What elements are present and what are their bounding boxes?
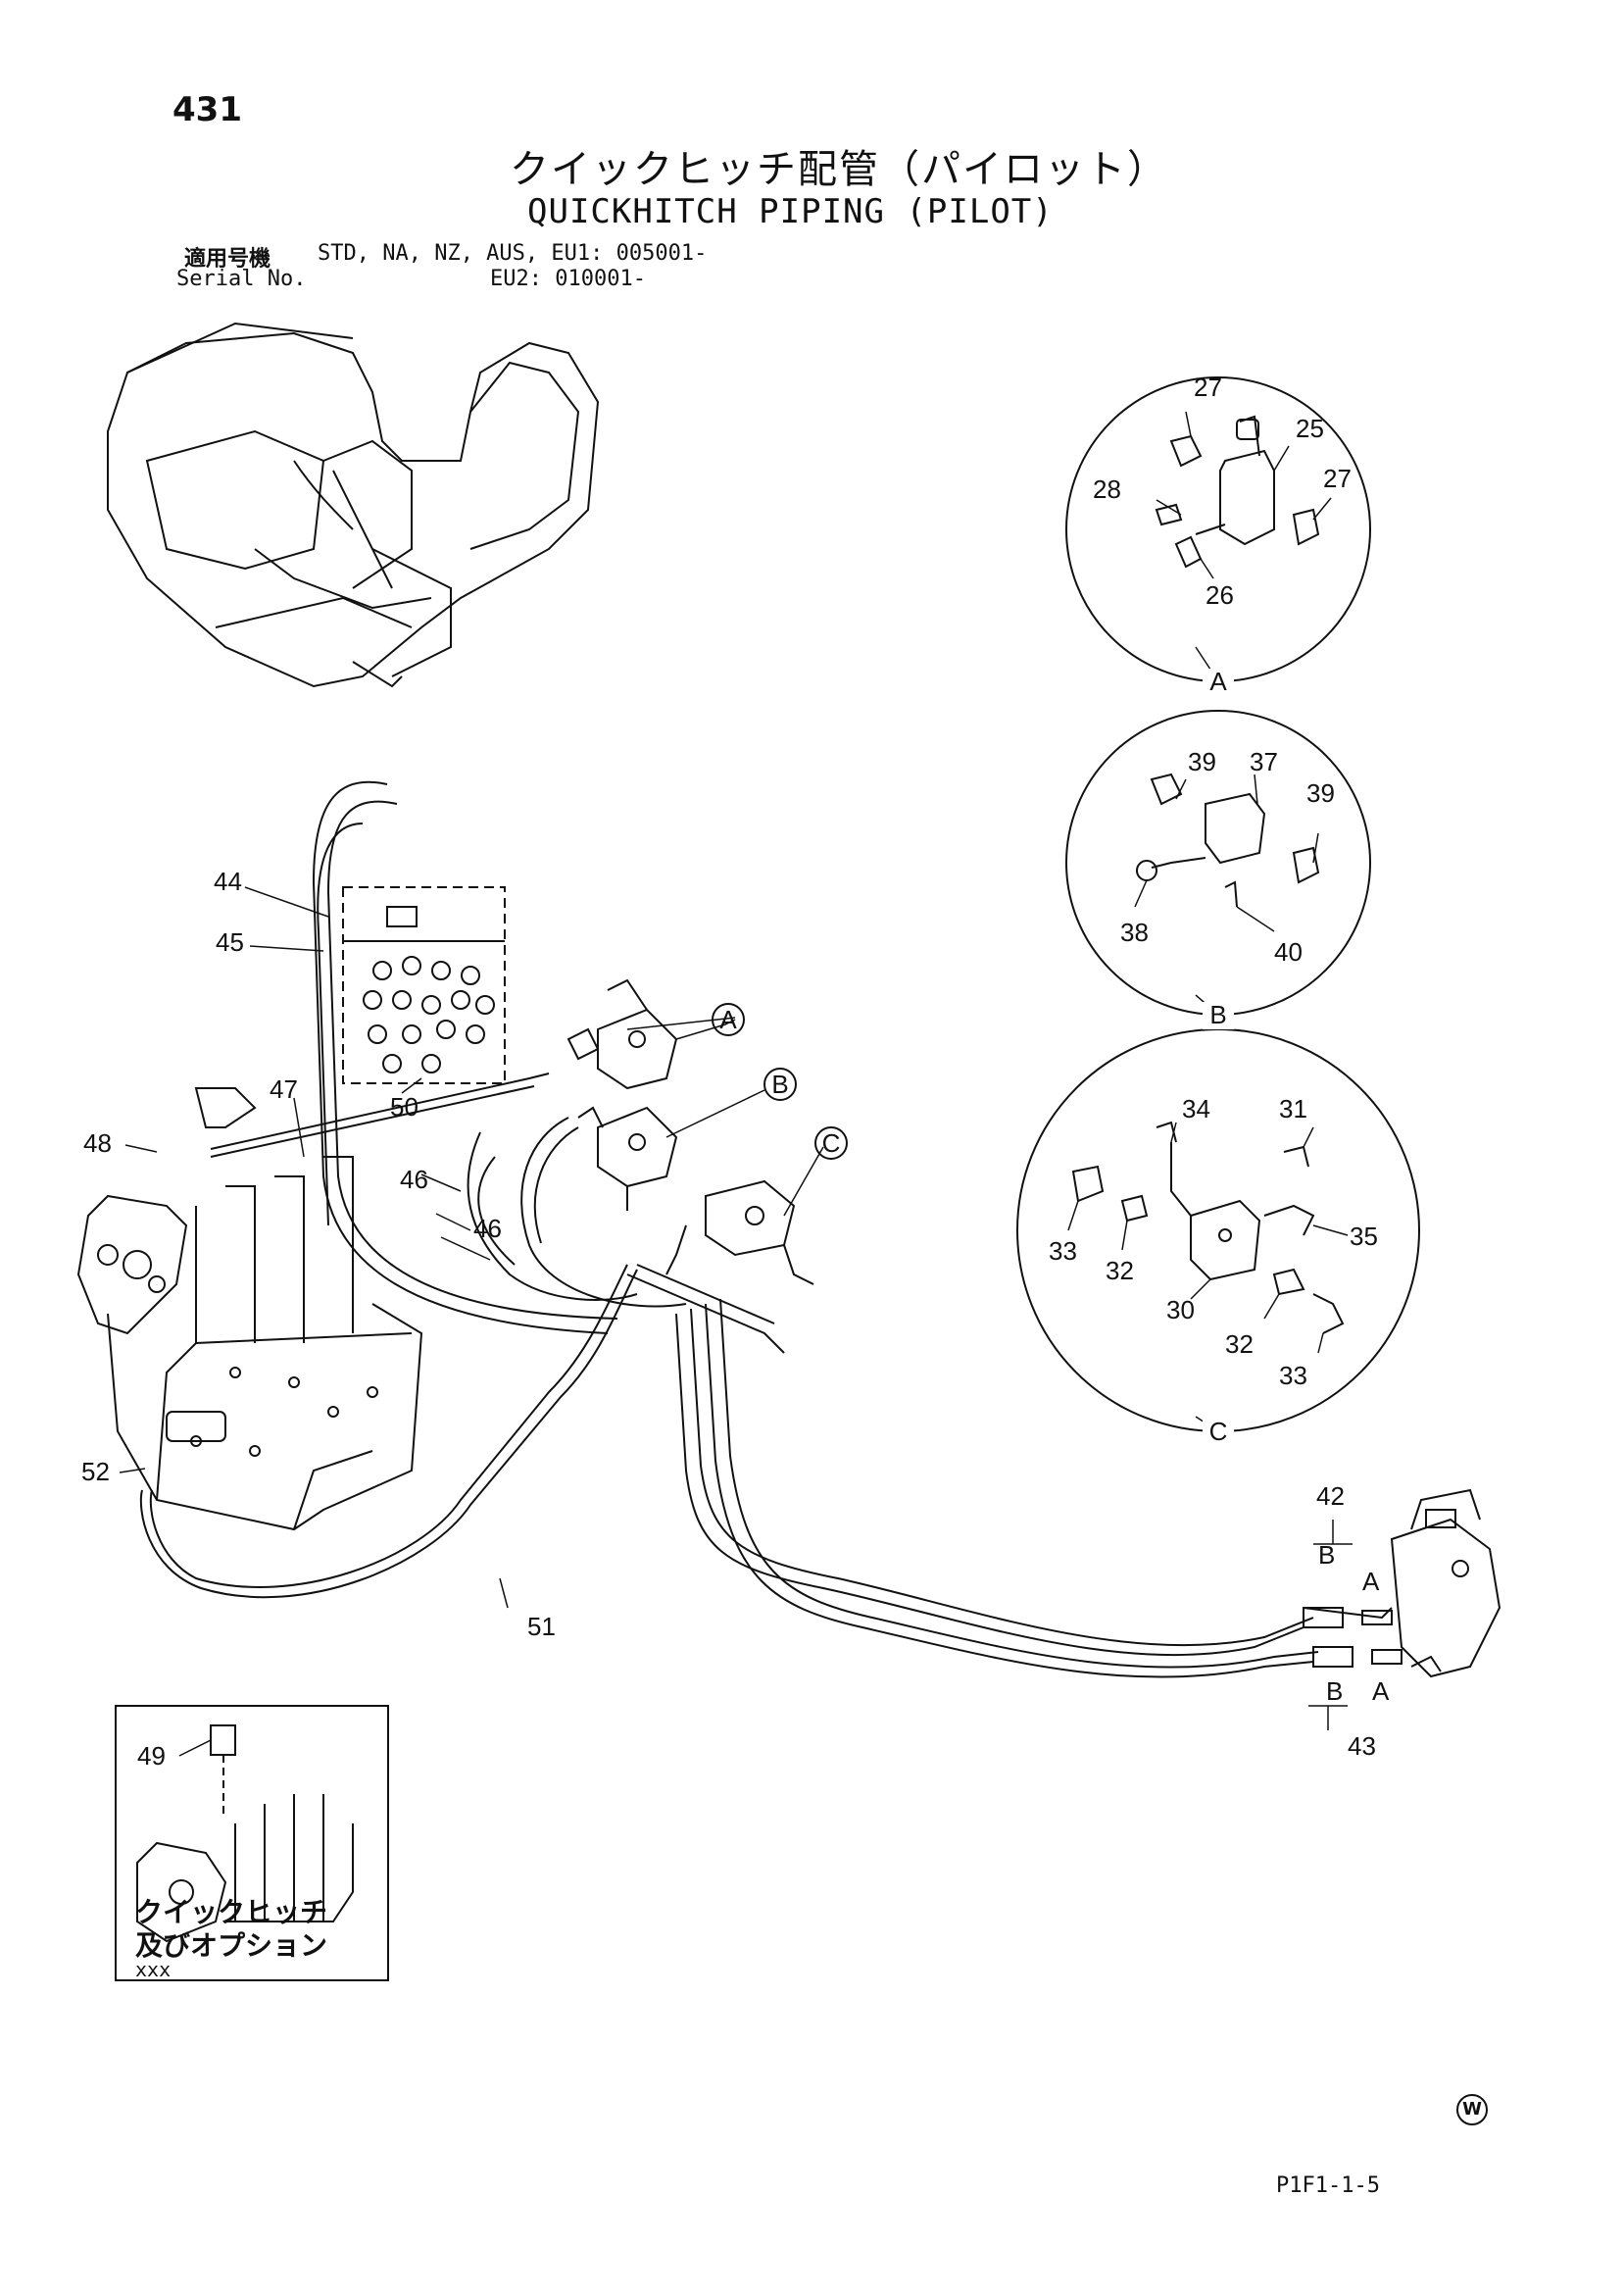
quickhitch-valve xyxy=(1303,1488,1501,1678)
detail-marker-b-label: B xyxy=(771,1070,788,1099)
detail-view-b xyxy=(1065,710,1371,1016)
leader-lines xyxy=(119,411,1353,1757)
detail-a-parts xyxy=(1155,415,1320,569)
detail-view-b-label: B xyxy=(1209,1000,1226,1029)
detail-marker-b xyxy=(763,1068,797,1101)
inset-caption-line2: 及びオプション xyxy=(135,1929,327,1962)
detail-view-c-label: C xyxy=(1209,1417,1228,1446)
callout-46: 46 xyxy=(473,1214,502,1243)
callout-38: 38 xyxy=(1120,918,1149,947)
inset-caption-line3: xxx xyxy=(135,1958,171,1981)
detail-marker-c-label: C xyxy=(822,1128,841,1158)
callout-49: 49 xyxy=(137,1741,166,1771)
serial-label-english: Serial No. xyxy=(176,267,307,291)
detail-marker-a xyxy=(712,1003,745,1036)
valve-block-a-main xyxy=(566,978,678,1090)
callout-32: 32 xyxy=(1225,1329,1254,1359)
valve-block-c-main xyxy=(665,1179,814,1285)
callout-51: 51 xyxy=(527,1612,556,1641)
page-title-japanese: クイックヒッチ配管（パイロット） xyxy=(510,147,1168,192)
port-label-a: A xyxy=(1362,1567,1380,1596)
port-label-b: B xyxy=(1318,1540,1335,1570)
detail-marker-a-label: A xyxy=(719,1005,737,1034)
callout-43: 43 xyxy=(1348,1731,1376,1761)
page-code: P1F1-1-5 xyxy=(1276,2173,1380,2198)
serial-label-japanese: 適用号機 xyxy=(184,247,271,272)
port-label-a: A xyxy=(1372,1676,1390,1706)
callout-30: 30 xyxy=(1166,1295,1195,1324)
detail-marker-c xyxy=(814,1126,848,1160)
detail-view-a-label: A xyxy=(1209,667,1227,696)
callout-40: 40 xyxy=(1274,937,1303,967)
page-number: 431 xyxy=(172,90,242,129)
inset-caption-line1: クイックヒッチ xyxy=(135,1896,327,1928)
callout-33: 33 xyxy=(1279,1361,1307,1390)
callout-44: 44 xyxy=(214,867,242,896)
callout-50: 50 xyxy=(390,1092,418,1122)
pilot-manifold-block xyxy=(342,886,506,1084)
pilot-hoses xyxy=(139,780,1319,1678)
callout-42: 42 xyxy=(1316,1481,1345,1511)
detail-c-parts xyxy=(1071,1121,1345,1334)
excavator-cab-illustration xyxy=(107,322,600,688)
serial-range-1: STD, NA, NZ, AUS, EU1: 005001- xyxy=(318,241,708,266)
callout-26: 26 xyxy=(1206,580,1234,610)
callout-46: 46 xyxy=(400,1165,428,1194)
callout-28: 28 xyxy=(1093,474,1121,504)
callout-27: 27 xyxy=(1194,373,1222,402)
callout-52: 52 xyxy=(81,1457,110,1486)
callout-31: 31 xyxy=(1279,1094,1307,1123)
valve-block-b-main xyxy=(577,1106,678,1211)
callout-27: 27 xyxy=(1323,464,1352,493)
detail-view-a xyxy=(1065,376,1371,682)
port-label-b: B xyxy=(1326,1676,1343,1706)
callout-32: 32 xyxy=(1106,1256,1134,1285)
serial-range-2: EU2: 010001- xyxy=(490,267,646,291)
w-mark: W xyxy=(1456,2094,1488,2125)
callout-45: 45 xyxy=(216,927,244,957)
control-valve-assembly xyxy=(76,1087,423,1531)
callout-37: 37 xyxy=(1250,747,1278,776)
callout-35: 35 xyxy=(1350,1222,1378,1251)
callout-33: 33 xyxy=(1049,1236,1077,1266)
inset-box xyxy=(115,1705,389,1981)
inset-valve-illustration xyxy=(136,1724,354,1943)
callout-34: 34 xyxy=(1182,1094,1210,1123)
callout-25: 25 xyxy=(1296,414,1324,443)
callout-39: 39 xyxy=(1306,778,1335,808)
callout-39: 39 xyxy=(1188,747,1216,776)
callout-47: 47 xyxy=(270,1074,298,1104)
detail-b-parts xyxy=(1136,773,1320,908)
callout-48: 48 xyxy=(83,1128,112,1158)
page-title-english: QUICKHITCH PIPING (PILOT) xyxy=(527,192,1054,231)
